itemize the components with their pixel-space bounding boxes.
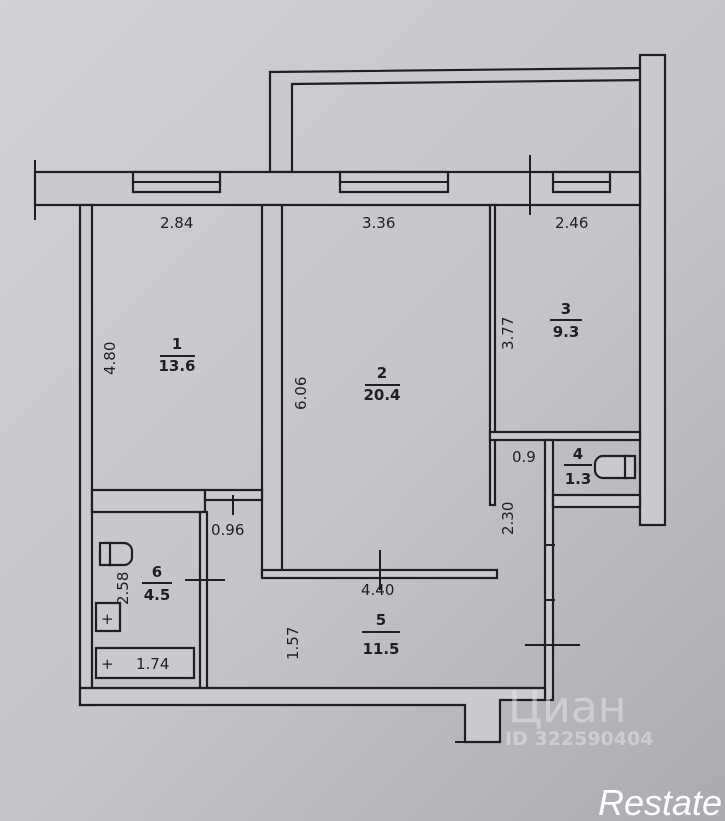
room-6-label: 6 4.5 (142, 563, 172, 604)
svg-text:3: 3 (561, 300, 571, 318)
svg-text:4: 4 (573, 445, 583, 463)
svg-text:4.80: 4.80 (101, 342, 119, 375)
svg-text:4.5: 4.5 (144, 586, 171, 604)
svg-text:1.74: 1.74 (136, 655, 169, 673)
watermark: Циан ID 322590404 Restate (505, 682, 722, 821)
svg-text:6.06: 6.06 (292, 377, 310, 410)
svg-text:2.84: 2.84 (160, 214, 193, 232)
svg-text:0.96: 0.96 (211, 521, 244, 539)
svg-text:4.40: 4.40 (361, 581, 394, 599)
svg-text:2.46: 2.46 (555, 214, 588, 232)
top-wall (33, 155, 642, 220)
svg-text:+: + (101, 655, 114, 673)
svg-text:6: 6 (152, 563, 162, 581)
svg-text:20.4: 20.4 (363, 386, 400, 404)
bathtub-icon (94, 646, 196, 680)
svg-text:+: + (101, 610, 114, 628)
fixtures: + + (94, 454, 637, 680)
room-5-label: 5 11.5 (362, 611, 400, 658)
svg-text:ID 322590404: ID 322590404 (505, 728, 653, 750)
svg-text:1: 1 (172, 335, 182, 353)
svg-text:3.36: 3.36 (362, 214, 395, 232)
room-4-label: 4 1.3 (564, 445, 592, 488)
svg-text:9.3: 9.3 (553, 323, 580, 341)
svg-text:2.30: 2.30 (499, 502, 517, 535)
sink-icon (94, 601, 122, 633)
svg-text:1.3: 1.3 (565, 470, 592, 488)
svg-text:0.9: 0.9 (512, 448, 536, 466)
svg-text:2: 2 (377, 364, 387, 382)
room-2-label: 2 20.4 (363, 364, 400, 404)
svg-text:2.58: 2.58 (114, 572, 132, 605)
svg-text:11.5: 11.5 (362, 640, 399, 658)
room-1-label: 1 13.6 (158, 335, 195, 375)
svg-text:Циан: Циан (508, 682, 627, 733)
balcony (268, 53, 667, 527)
dimension-labels: 2.84 3.36 2.46 4.80 6.06 3.77 2.30 1.57 … (101, 214, 588, 673)
svg-text:13.6: 13.6 (158, 357, 195, 375)
interior-walls (78, 203, 642, 744)
room-3-label: 3 9.3 (550, 300, 582, 341)
svg-text:1.57: 1.57 (284, 627, 302, 660)
svg-text:5: 5 (376, 611, 386, 629)
restate-logo: Restate (598, 782, 722, 821)
svg-text:3.77: 3.77 (499, 317, 517, 350)
